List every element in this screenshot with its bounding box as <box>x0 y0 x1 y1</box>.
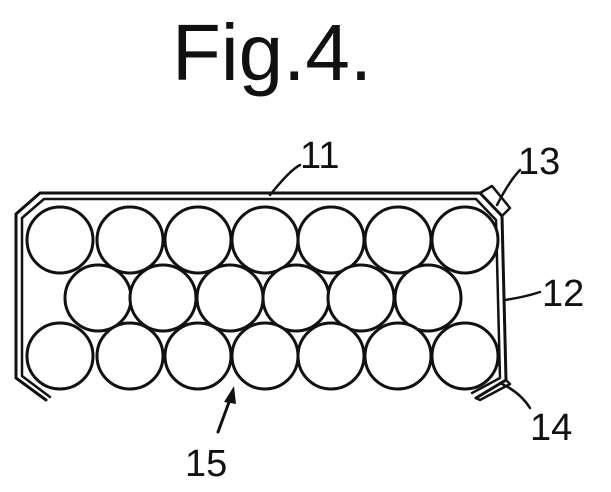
cell-circle-r1-c6 <box>363 205 433 275</box>
cell-circle-r2-c5 <box>326 263 396 333</box>
cell-circle-r1-c4 <box>230 205 300 275</box>
leader-line-13 <box>495 168 522 207</box>
leader-line-14 <box>498 381 532 410</box>
cell-circle-r1-c7 <box>430 205 500 275</box>
cell-circle-r1-c2 <box>95 205 165 275</box>
cell-circle-r1-c3 <box>163 205 233 275</box>
label-14: 14 <box>530 407 572 449</box>
packed-cells <box>25 205 500 391</box>
cell-circle-r2-c3 <box>195 263 265 333</box>
cell-circle-r1-c1 <box>25 205 95 275</box>
cell-circle-r3-c4 <box>230 321 300 391</box>
cell-circle-r3-c6 <box>363 321 433 391</box>
cell-circle-r3-c1 <box>25 321 95 391</box>
arrow-15-head <box>224 386 236 404</box>
cell-circle-r3-c7 <box>430 321 500 391</box>
cell-circle-r2-c6 <box>393 263 463 333</box>
leader-line-12 <box>503 290 542 302</box>
cell-circle-r1-c5 <box>296 205 366 275</box>
cell-circle-r3-c5 <box>296 321 366 391</box>
label-13: 13 <box>518 141 560 183</box>
label-12: 12 <box>542 273 584 315</box>
container-outer-wall <box>14 191 508 402</box>
cell-circle-r2-c1 <box>63 263 133 333</box>
container-inner-wall <box>20 197 502 399</box>
label-11: 11 <box>300 135 339 177</box>
lower-corner-lip <box>474 378 512 402</box>
cell-circle-r2-c4 <box>261 263 331 333</box>
cell-circle-r2-c2 <box>128 263 198 333</box>
leader-line-11 <box>268 163 302 197</box>
cell-circle-r3-c2 <box>95 321 165 391</box>
label-15: 15 <box>185 443 227 485</box>
figure-title: Fig.4. <box>172 8 372 97</box>
cell-circle-r3-c3 <box>163 321 233 391</box>
